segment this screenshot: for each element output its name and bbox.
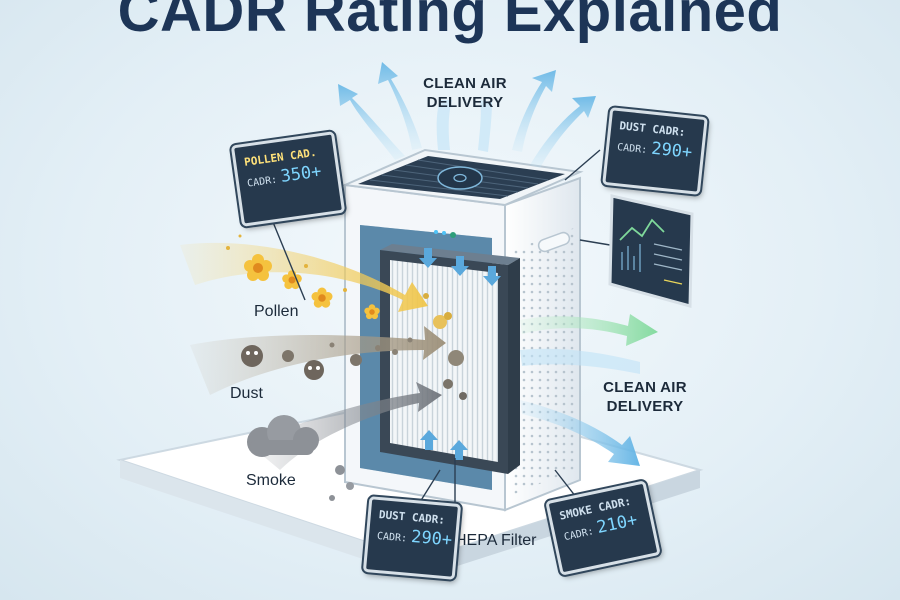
dust-cadr-value-bottom: 290+ (410, 526, 453, 551)
clean-air-arrows-top (338, 62, 596, 168)
internal-airflow-arrows (419, 248, 501, 460)
dust-cadr-label-top: CADR: (616, 142, 648, 157)
dust-cadr-label-bottom: CADR: (376, 530, 408, 545)
power-button-icon[interactable] (437, 166, 483, 190)
dust-particle-icon (241, 337, 413, 380)
chart-display-icon (608, 194, 694, 308)
dust-cadr-panel-top: DUST CADR: CADR:290+ (602, 107, 708, 195)
page-title: CADR Rating Explained (117, 0, 783, 44)
hepa-filter-label: HEPA Filter (455, 532, 537, 549)
dust-cadr-value-top: 290+ (650, 138, 694, 163)
pollen-cadr-value: 350+ (279, 161, 323, 187)
pollen-label: Pollen (254, 303, 299, 320)
pollen-stream (180, 242, 428, 312)
dust-cadr-panel-bottom: DUST CADR: CADR:290+ (362, 496, 462, 580)
trapped-particles (423, 293, 467, 400)
pollen-cadr-label: CADR: (246, 174, 278, 190)
smoke-cadr-label: CADR: (563, 526, 595, 544)
pollen-cadr-panel: POLLEN CAD. CADR:350+ (230, 131, 346, 227)
smoke-cloud-icon (247, 415, 354, 501)
dust-stream (190, 326, 446, 395)
smoke-label: Smoke (246, 472, 296, 489)
indicator-light (434, 230, 438, 234)
dust-label: Dust (230, 385, 263, 402)
smoke-cadr-value: 210+ (594, 509, 640, 539)
clean-air-label-right: CLEAN AIR DELIVERY (603, 379, 687, 415)
clean-air-label-top: CLEAN AIR DELIVERY (423, 75, 507, 111)
clean-air-arrows-right (520, 314, 658, 466)
side-handle (537, 231, 571, 253)
